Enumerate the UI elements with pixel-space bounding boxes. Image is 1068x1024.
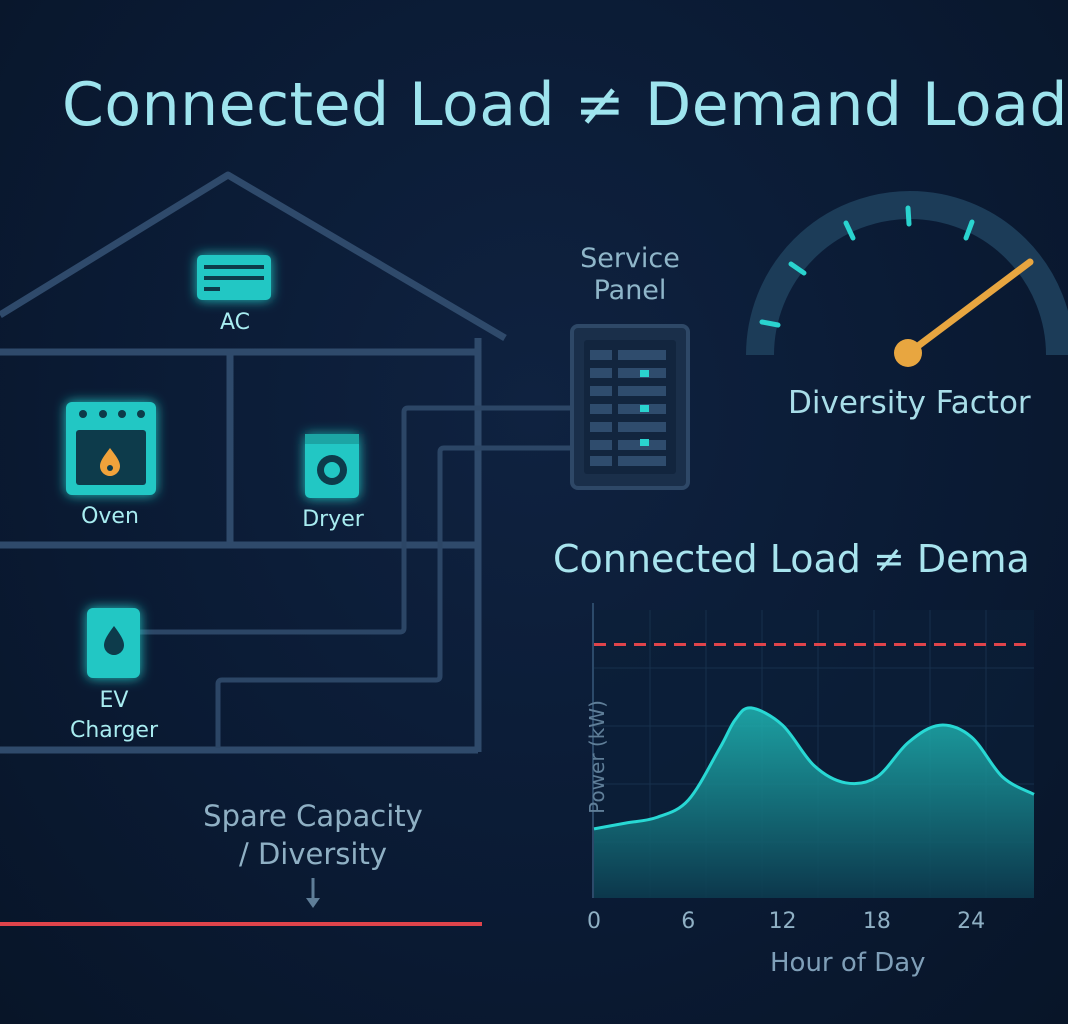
service-panel	[570, 324, 690, 490]
dryer-icon	[305, 434, 359, 498]
diagram-canvas: 0 6 12 18 24	[0, 171, 1068, 934]
page-title: Connected Load ≠ Demand Load	[62, 70, 1068, 140]
x-tick-label: 0	[587, 909, 601, 934]
x-tick-label: 18	[863, 909, 891, 934]
x-tick-label: 6	[681, 909, 695, 934]
flame-icon	[100, 448, 120, 476]
service-panel-label: Service Panel	[570, 243, 690, 307]
gauge-pivot	[894, 339, 922, 367]
gauge-needle	[906, 258, 1034, 356]
x-axis-label: Hour of Day	[770, 948, 926, 978]
load-chart: 0 6 12 18 24	[587, 603, 1035, 934]
service-panel-line1: Service	[580, 243, 680, 274]
spare-capacity-label: Spare Capacity / Diversity	[198, 797, 428, 873]
series-line	[593, 706, 1035, 831]
x-tick-label: 12	[769, 909, 797, 934]
ev-charger-icon	[87, 608, 140, 678]
flame-icon	[104, 626, 124, 655]
service-panel-line2: Panel	[593, 275, 667, 306]
oven-icon	[66, 402, 156, 495]
y-axis-label: Power (kW)	[584, 700, 609, 814]
diversity-factor-label: Diversity Factor	[788, 385, 1031, 421]
series-area	[594, 707, 1034, 898]
ac-label: AC	[219, 310, 251, 335]
x-ticks: 0 6 12 18 24	[587, 909, 985, 934]
dryer-label: Dryer	[302, 507, 364, 532]
spare-line1: Spare Capacity	[203, 799, 423, 833]
ac-unit-icon	[197, 255, 271, 300]
chart-title: Connected Load ≠ Dema	[553, 537, 1030, 581]
spare-line2: / Diversity	[238, 837, 387, 871]
diversity-gauge	[746, 191, 1068, 367]
spare-capacity-marker	[0, 878, 482, 926]
x-tick-label: 24	[957, 909, 985, 934]
oven-label: Oven	[81, 504, 139, 529]
ev-label-line2: Charger	[70, 718, 158, 743]
wiring	[140, 405, 572, 748]
ev-charger-label: EV Charger	[60, 686, 168, 746]
ev-label-line1: EV	[99, 688, 129, 713]
